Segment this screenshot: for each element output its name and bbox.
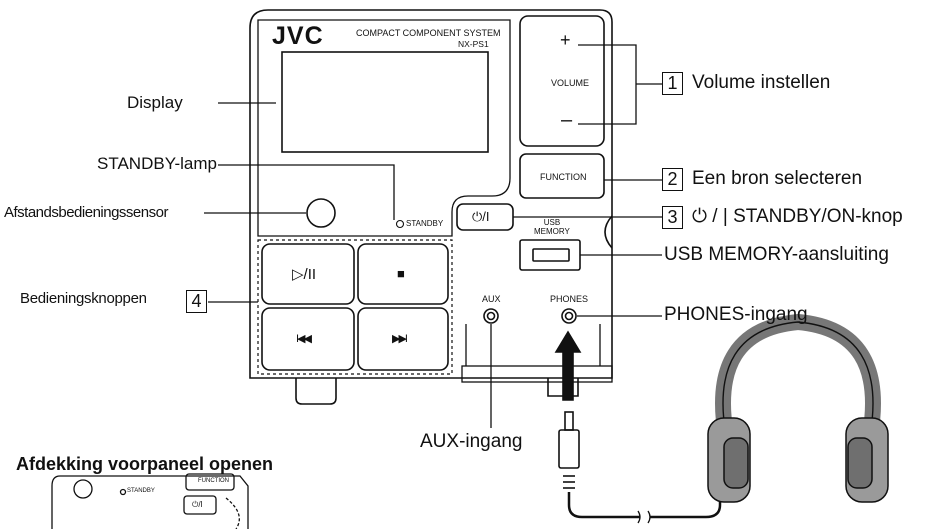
stop-button[interactable]: ■	[397, 266, 405, 281]
usb-label: USB MEMORY	[534, 218, 570, 236]
phones-label: PHONES	[550, 294, 589, 304]
headphone-plug	[554, 330, 722, 524]
standby-lamp-callout: STANDBY-lamp	[97, 154, 217, 173]
function-button[interactable]: FUNCTION	[540, 172, 587, 182]
phones-jack[interactable]	[562, 309, 576, 323]
next-button[interactable]: ▶▶I	[392, 333, 408, 345]
leader-lines	[204, 44, 662, 428]
inset-standby-label: STANDBY	[127, 488, 155, 494]
volume-minus-button[interactable]: –	[561, 109, 573, 131]
model-line: COMPACT COMPONENT SYSTEM	[356, 28, 501, 38]
aux-jack[interactable]	[484, 309, 498, 323]
volume-label: VOLUME	[551, 78, 590, 88]
volume-callout: Volume instellen	[692, 72, 831, 93]
brand-logo: JVC	[272, 22, 324, 50]
remote-sensor-callout: Afstandsbedieningssensor	[4, 204, 168, 221]
inset-function-label: FUNCTION	[198, 478, 229, 484]
function-callout: Een bron selecteren	[692, 168, 863, 189]
usb-callout: USB MEMORY-aansluiting	[664, 244, 889, 265]
power-number: 3	[662, 206, 683, 229]
volume-plus-button[interactable]: +	[560, 30, 571, 50]
standby-led-label: STANDBY	[406, 219, 444, 228]
usb-port[interactable]	[533, 249, 569, 261]
inset-sketch	[51, 473, 249, 529]
display-screen	[283, 53, 487, 151]
previous-button[interactable]: I◀◀	[296, 333, 312, 345]
volume-number: 1	[662, 72, 683, 95]
control-buttons-callout: Bedieningsknoppen	[20, 290, 147, 307]
aux-callout: AUX-ingang	[420, 431, 523, 452]
function-number: 2	[662, 168, 683, 191]
inset-power-label: ⏻/I	[192, 500, 203, 509]
play-pause-button[interactable]: ▷/II	[292, 266, 317, 283]
display-callout: Display	[127, 93, 183, 112]
headphones-icon	[707, 313, 889, 503]
model-number: NX-PS1	[458, 39, 489, 49]
inset-title: Afdekking voorpaneel openen	[16, 454, 274, 474]
control-buttons-number: 4	[186, 290, 207, 313]
power-callout: ⏻ / | STANDBY/ON-knop	[692, 206, 903, 227]
phones-callout: PHONES-ingang	[664, 304, 808, 325]
aux-label: AUX	[482, 294, 501, 304]
remote-sensor-window	[307, 199, 335, 227]
device-body	[249, 9, 613, 405]
power-button[interactable]: ⏻/I	[472, 209, 490, 224]
